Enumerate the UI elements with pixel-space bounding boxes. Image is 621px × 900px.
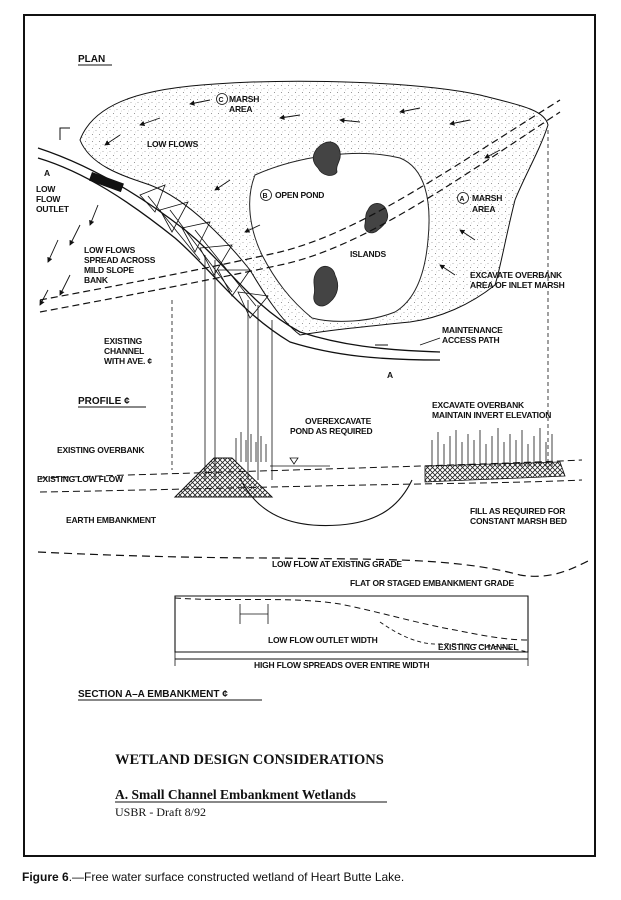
flat-staged-label: FLAT OR STAGED EMBANKMENT GRADE bbox=[350, 578, 514, 588]
existing-ground-line bbox=[37, 551, 591, 577]
existing-channel-1: EXISTING bbox=[104, 336, 143, 346]
low-flow-outlet-2: FLOW bbox=[36, 194, 61, 204]
caption-text: .—Free water surface constructed wetland… bbox=[68, 870, 405, 884]
marsh-fill-profile bbox=[424, 461, 566, 483]
high-flow-label: HIGH FLOW SPREADS OVER ENTIRE WIDTH bbox=[254, 660, 429, 670]
existing-channel-3: WITH AVE. ¢ bbox=[104, 356, 152, 366]
marsh-a-area: AREA bbox=[472, 204, 495, 214]
section-mark-left: A bbox=[44, 168, 50, 178]
existing-overbank-line bbox=[39, 459, 583, 479]
fill-required-2: CONSTANT MARSH BED bbox=[470, 516, 567, 526]
excavate-inlet-2: AREA OF INLET MARSH bbox=[470, 280, 565, 290]
open-pond-letter: B bbox=[263, 193, 268, 200]
reeds-left bbox=[235, 432, 267, 462]
existing-channel-section bbox=[379, 621, 529, 653]
section-view: LOW FLOW AT EXISTING GRADE FLAT OR STAGE… bbox=[37, 551, 591, 701]
existing-channel-label: EXISTING CHANNEL bbox=[438, 642, 518, 652]
marsh-c-label: MARSH bbox=[229, 94, 259, 104]
title-block-source: USBR - Draft 8/92 bbox=[115, 805, 206, 819]
overexcavate-1: OVEREXCAVATE bbox=[305, 416, 372, 426]
section-heading: SECTION A–A EMBANKMENT ¢ bbox=[78, 689, 228, 700]
projection-lines bbox=[171, 130, 549, 480]
excavate-invert-1: EXCAVATE OVERBANK bbox=[432, 400, 525, 410]
profile-view: PROFILE ¢ OVEREXCAVATE POND AS REQUIRED … bbox=[37, 396, 583, 527]
section-mark-right: A bbox=[387, 370, 393, 380]
low-flows-label: LOW FLOWS bbox=[147, 139, 199, 149]
existing-low-flow-label: EXISTING LOW FLOW bbox=[37, 474, 124, 484]
overexcavate-2: POND AS REQUIRED bbox=[290, 426, 373, 436]
plan-view: PLAN bbox=[36, 54, 565, 380]
low-flow-outlet-3: OUTLET bbox=[36, 204, 70, 214]
low-flow-grade-label: LOW FLOW AT EXISTING GRADE bbox=[272, 559, 402, 569]
earth-embankment-label: EARTH EMBANKMENT bbox=[66, 515, 157, 525]
island-3 bbox=[313, 265, 339, 307]
existing-low-flow-line bbox=[39, 479, 583, 493]
embankment-inner bbox=[37, 157, 441, 361]
flat-staged-grade bbox=[174, 597, 529, 641]
profile-heading: PROFILE ¢ bbox=[78, 396, 130, 407]
earth-embankment-profile bbox=[173, 457, 274, 498]
embankment-slope-hatch bbox=[139, 184, 269, 319]
pond-bottom bbox=[239, 477, 413, 527]
reeds-right bbox=[431, 428, 553, 466]
outlet-width-label: LOW FLOW OUTLET WIDTH bbox=[268, 635, 378, 645]
marsh-c-area: AREA bbox=[229, 104, 252, 114]
open-pond-label: OPEN POND bbox=[275, 190, 324, 200]
title-block-subtitle: A. Small Channel Embankment Wetlands bbox=[115, 787, 356, 802]
marsh-c-letter: C bbox=[219, 97, 224, 104]
low-flows-spread-3: MILD SLOPE bbox=[84, 265, 134, 275]
marsh-a-label: MARSH bbox=[472, 193, 502, 203]
title-block: WETLAND DESIGN CONSIDERATIONS A. Small C… bbox=[115, 752, 387, 819]
excavate-invert-2: MAINTAIN INVERT ELEVATION bbox=[432, 410, 551, 420]
fill-required-1: FILL AS REQUIRED FOR bbox=[470, 506, 565, 516]
flow-arrows bbox=[39, 99, 501, 306]
figure-label: Figure 6 bbox=[22, 870, 69, 884]
title-block-title: WETLAND DESIGN CONSIDERATIONS bbox=[115, 752, 384, 768]
low-flows-spread-1: LOW FLOWS bbox=[84, 245, 136, 255]
marsh-a-letter: A bbox=[460, 196, 465, 203]
existing-channel-line-2 bbox=[39, 111, 561, 313]
figure-frame bbox=[23, 14, 596, 857]
island-2 bbox=[364, 203, 389, 234]
section-marker-left bbox=[59, 127, 70, 140]
low-flow-outlet-block bbox=[88, 172, 124, 193]
water-level-symbol bbox=[289, 457, 299, 465]
figure-caption: Figure 6.—Free water surface constructed… bbox=[22, 870, 404, 884]
low-flows-spread-2: SPREAD ACROSS bbox=[84, 255, 156, 265]
open-pond bbox=[249, 152, 430, 322]
low-flows-spread-4: BANK bbox=[84, 275, 109, 285]
excavate-inlet-1: EXCAVATE OVERBANK bbox=[470, 270, 563, 280]
maintenance-1: MAINTENANCE bbox=[442, 325, 503, 335]
maintenance-2: ACCESS PATH bbox=[442, 335, 500, 345]
plan-heading: PLAN bbox=[78, 54, 105, 65]
islands-label: ISLANDS bbox=[350, 249, 386, 259]
existing-channel-2: CHANNEL bbox=[104, 346, 144, 356]
existing-overbank-label: EXISTING OVERBANK bbox=[57, 445, 145, 455]
existing-channel-line-1 bbox=[39, 99, 561, 301]
island-1 bbox=[312, 141, 341, 176]
low-flow-outlet-1: LOW bbox=[36, 184, 56, 194]
